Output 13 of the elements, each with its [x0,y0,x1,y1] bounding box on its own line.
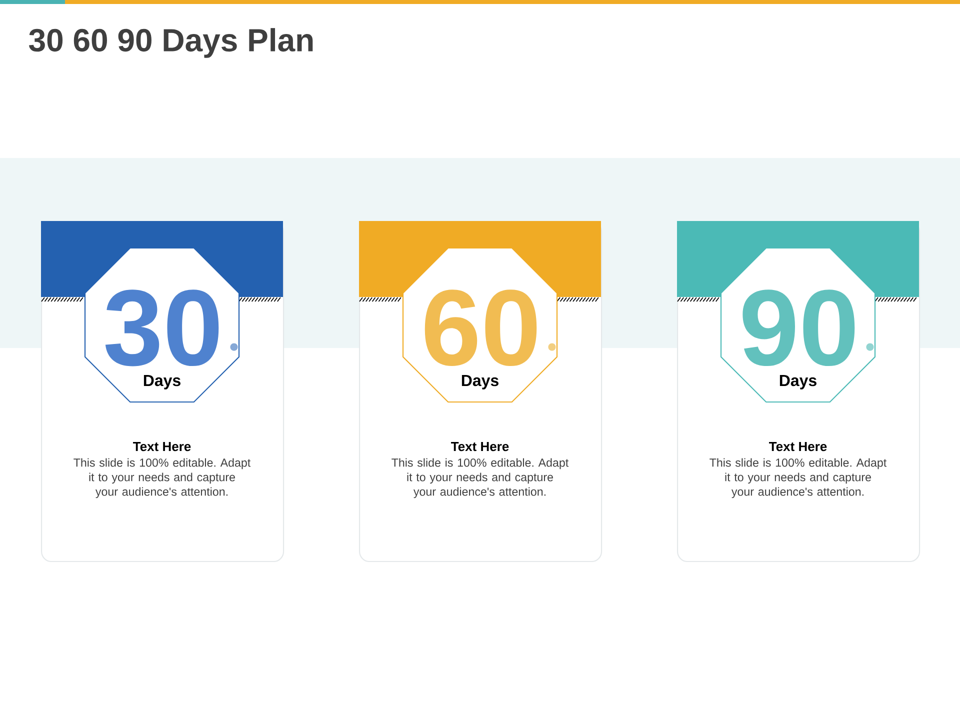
card-heading: Text Here [451,442,509,452]
day-number: 90 [742,290,855,366]
days-label: Days [144,375,180,390]
days-label: Days [462,375,498,390]
title: 30 60 90 Days Plan [29,28,313,58]
card-heading: Text Here [769,442,827,452]
day-number: 60 [424,290,537,366]
day-number: 30 [105,290,219,366]
days-label: Days [780,375,816,390]
card-text: This slide is 100% editable. Adapt it to your needs and capture your audience's attention. [710,458,887,498]
card-heading: Text Here [133,442,191,452]
card-text: This slide is 100% editable. Adapt it to your needs and capture your audience's attention. [392,458,569,498]
card-text: This slide is 100% editable. Adapt it to your needs and capture your audience's attention. [74,458,251,498]
